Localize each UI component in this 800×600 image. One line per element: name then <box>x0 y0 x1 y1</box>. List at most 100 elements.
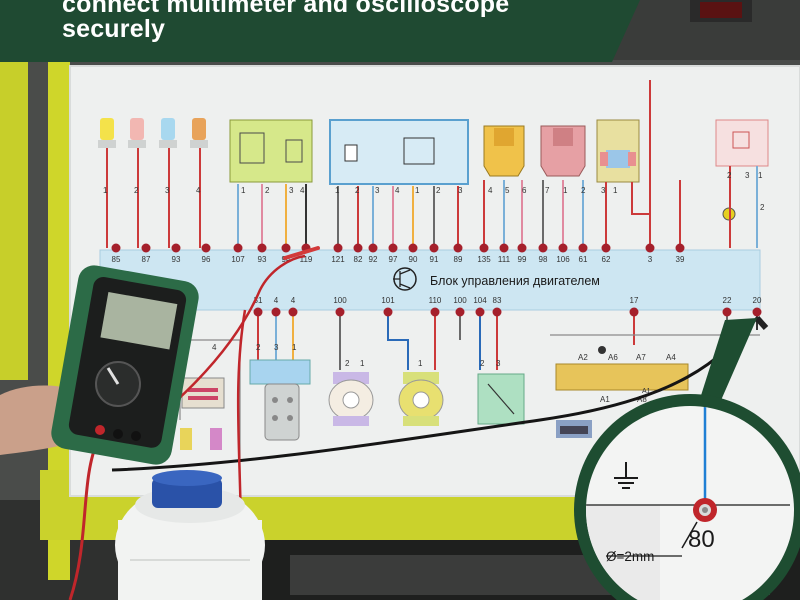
indicator-lamp-group <box>98 118 208 148</box>
top-pin-label: 87 <box>142 255 151 264</box>
bottom-pin-socket <box>629 307 639 317</box>
connector-number: A6 <box>608 353 618 362</box>
connector-number: 2 <box>134 186 139 195</box>
top-pin-socket <box>171 243 181 253</box>
connector-number: 3 <box>496 359 501 368</box>
top-pin-label: 85 <box>112 255 121 264</box>
connector-number: 5 <box>505 186 510 195</box>
bottom-pin-socket <box>455 307 465 317</box>
connector-number: 1 <box>292 343 297 352</box>
top-right-display <box>690 0 752 22</box>
top-pin-socket <box>601 243 611 253</box>
connector-number: 2 <box>581 186 586 195</box>
top-pin-socket <box>675 243 685 253</box>
bottom-pin-socket <box>383 307 393 317</box>
bottom-pin-label: 101 <box>381 296 395 305</box>
top-pin-socket <box>558 243 568 253</box>
caption-line-1: connect multimeter and oscilloscope <box>62 0 510 18</box>
connector-number: A4 <box>666 353 676 362</box>
top-pin-socket <box>233 243 243 253</box>
connector-number: 4 <box>196 186 201 195</box>
top-pin-label: 119 <box>300 255 313 264</box>
top-pin-label: 99 <box>518 255 527 264</box>
connector-number: 3 <box>274 343 279 352</box>
multimeter <box>0 265 199 465</box>
connector-number: 2 <box>760 203 765 212</box>
top-pin-socket <box>645 243 655 253</box>
top-pin-label: 135 <box>477 255 491 264</box>
bottom-pin-socket <box>752 307 762 317</box>
connector-number: 1 <box>418 359 423 368</box>
coolant-reservoir <box>115 470 265 600</box>
top-pin-label: 39 <box>676 255 685 264</box>
connector-number: 2 <box>727 171 732 180</box>
top-pin-socket <box>453 243 463 253</box>
connector-number: 2 <box>355 186 360 195</box>
bottom-pin-label: 83 <box>493 296 502 305</box>
bottom-pin-socket <box>253 307 263 317</box>
bottom-pin-socket <box>430 307 440 317</box>
top-pin-label: 92 <box>369 255 378 264</box>
top-pin-socket <box>353 243 363 253</box>
control-block-title: Блок управления двигателем <box>430 274 600 288</box>
top-pin-socket <box>333 243 343 253</box>
connector-number: 4 <box>300 186 305 195</box>
bottom-pin-label: 20 <box>753 296 762 305</box>
callout-dimension: Ø=2mm <box>606 549 654 564</box>
connector-number: 1 <box>758 171 763 180</box>
connector-number: 1 <box>415 186 420 195</box>
zoom-callout: 80 Ø=2mm <box>574 318 800 600</box>
top-pin-label: 96 <box>202 255 211 264</box>
connector-number: 3 <box>601 186 606 195</box>
bottom-pin-label: 17 <box>630 296 639 305</box>
red-lead-cable <box>68 439 100 600</box>
top-pin-label: 61 <box>579 255 588 264</box>
top-pin-socket <box>578 243 588 253</box>
lower-components: A1 <box>180 346 689 466</box>
bottom-pin-label: 100 <box>453 296 467 305</box>
connector-number: 3 <box>289 186 294 195</box>
bottom-pin-label: 4 <box>274 296 279 305</box>
connector-number: 1 <box>335 186 340 195</box>
top-pin-label: 111 <box>498 255 511 264</box>
top-pin-socket <box>429 243 439 253</box>
top-pin-label: 98 <box>539 255 548 264</box>
bottom-pin-socket <box>722 307 732 317</box>
top-pin-row: 8587939610793941191218292979091891351119… <box>111 243 685 264</box>
connector-number: 1 <box>613 186 618 195</box>
connector-numbers-upper: 1 2 3 4 1 2 3 4 1 2 3 4 1 2 3 4 5 6 7 1 … <box>103 171 765 212</box>
connector-number: 3 <box>458 186 463 195</box>
top-pin-label: 107 <box>231 255 245 264</box>
top-pin-socket <box>368 243 378 253</box>
connector-number: 4 <box>488 186 493 195</box>
bottom-pin-label: 22 <box>723 296 732 305</box>
bottom-pin-label: 31 <box>254 296 263 305</box>
connector-number: 4 <box>395 186 400 195</box>
connector-label: A1 <box>642 388 651 395</box>
top-pin-label: 89 <box>454 255 463 264</box>
caption-line-2: securely <box>62 15 166 43</box>
top-pin-label: 121 <box>331 255 345 264</box>
connector-number: A7 <box>636 353 646 362</box>
connector-number: 2 <box>436 186 441 195</box>
bottom-pin-socket <box>492 307 502 317</box>
bottom-pin-socket <box>475 307 485 317</box>
connector-number: 6 <box>522 186 527 195</box>
engine-control-block: 8587939610793941191218292979091891351119… <box>99 243 761 311</box>
top-pin-socket <box>499 243 509 253</box>
connector-number: 1 <box>241 186 246 195</box>
top-pin-label: 3 <box>648 255 653 264</box>
top-pin-socket <box>479 243 489 253</box>
top-pin-label: 106 <box>556 255 570 264</box>
caption-banner <box>0 0 640 62</box>
connector-number: 3 <box>375 186 380 195</box>
bottom-pin-socket <box>288 307 298 317</box>
top-pin-label: 91 <box>430 255 439 264</box>
callout-pin-label: 80 <box>688 526 715 553</box>
bottom-pin-label: 4 <box>291 296 296 305</box>
top-wires <box>106 80 758 248</box>
connector-number: 4 <box>212 343 217 352</box>
top-pin-label: 97 <box>389 255 398 264</box>
red-probe-tip <box>283 246 320 260</box>
